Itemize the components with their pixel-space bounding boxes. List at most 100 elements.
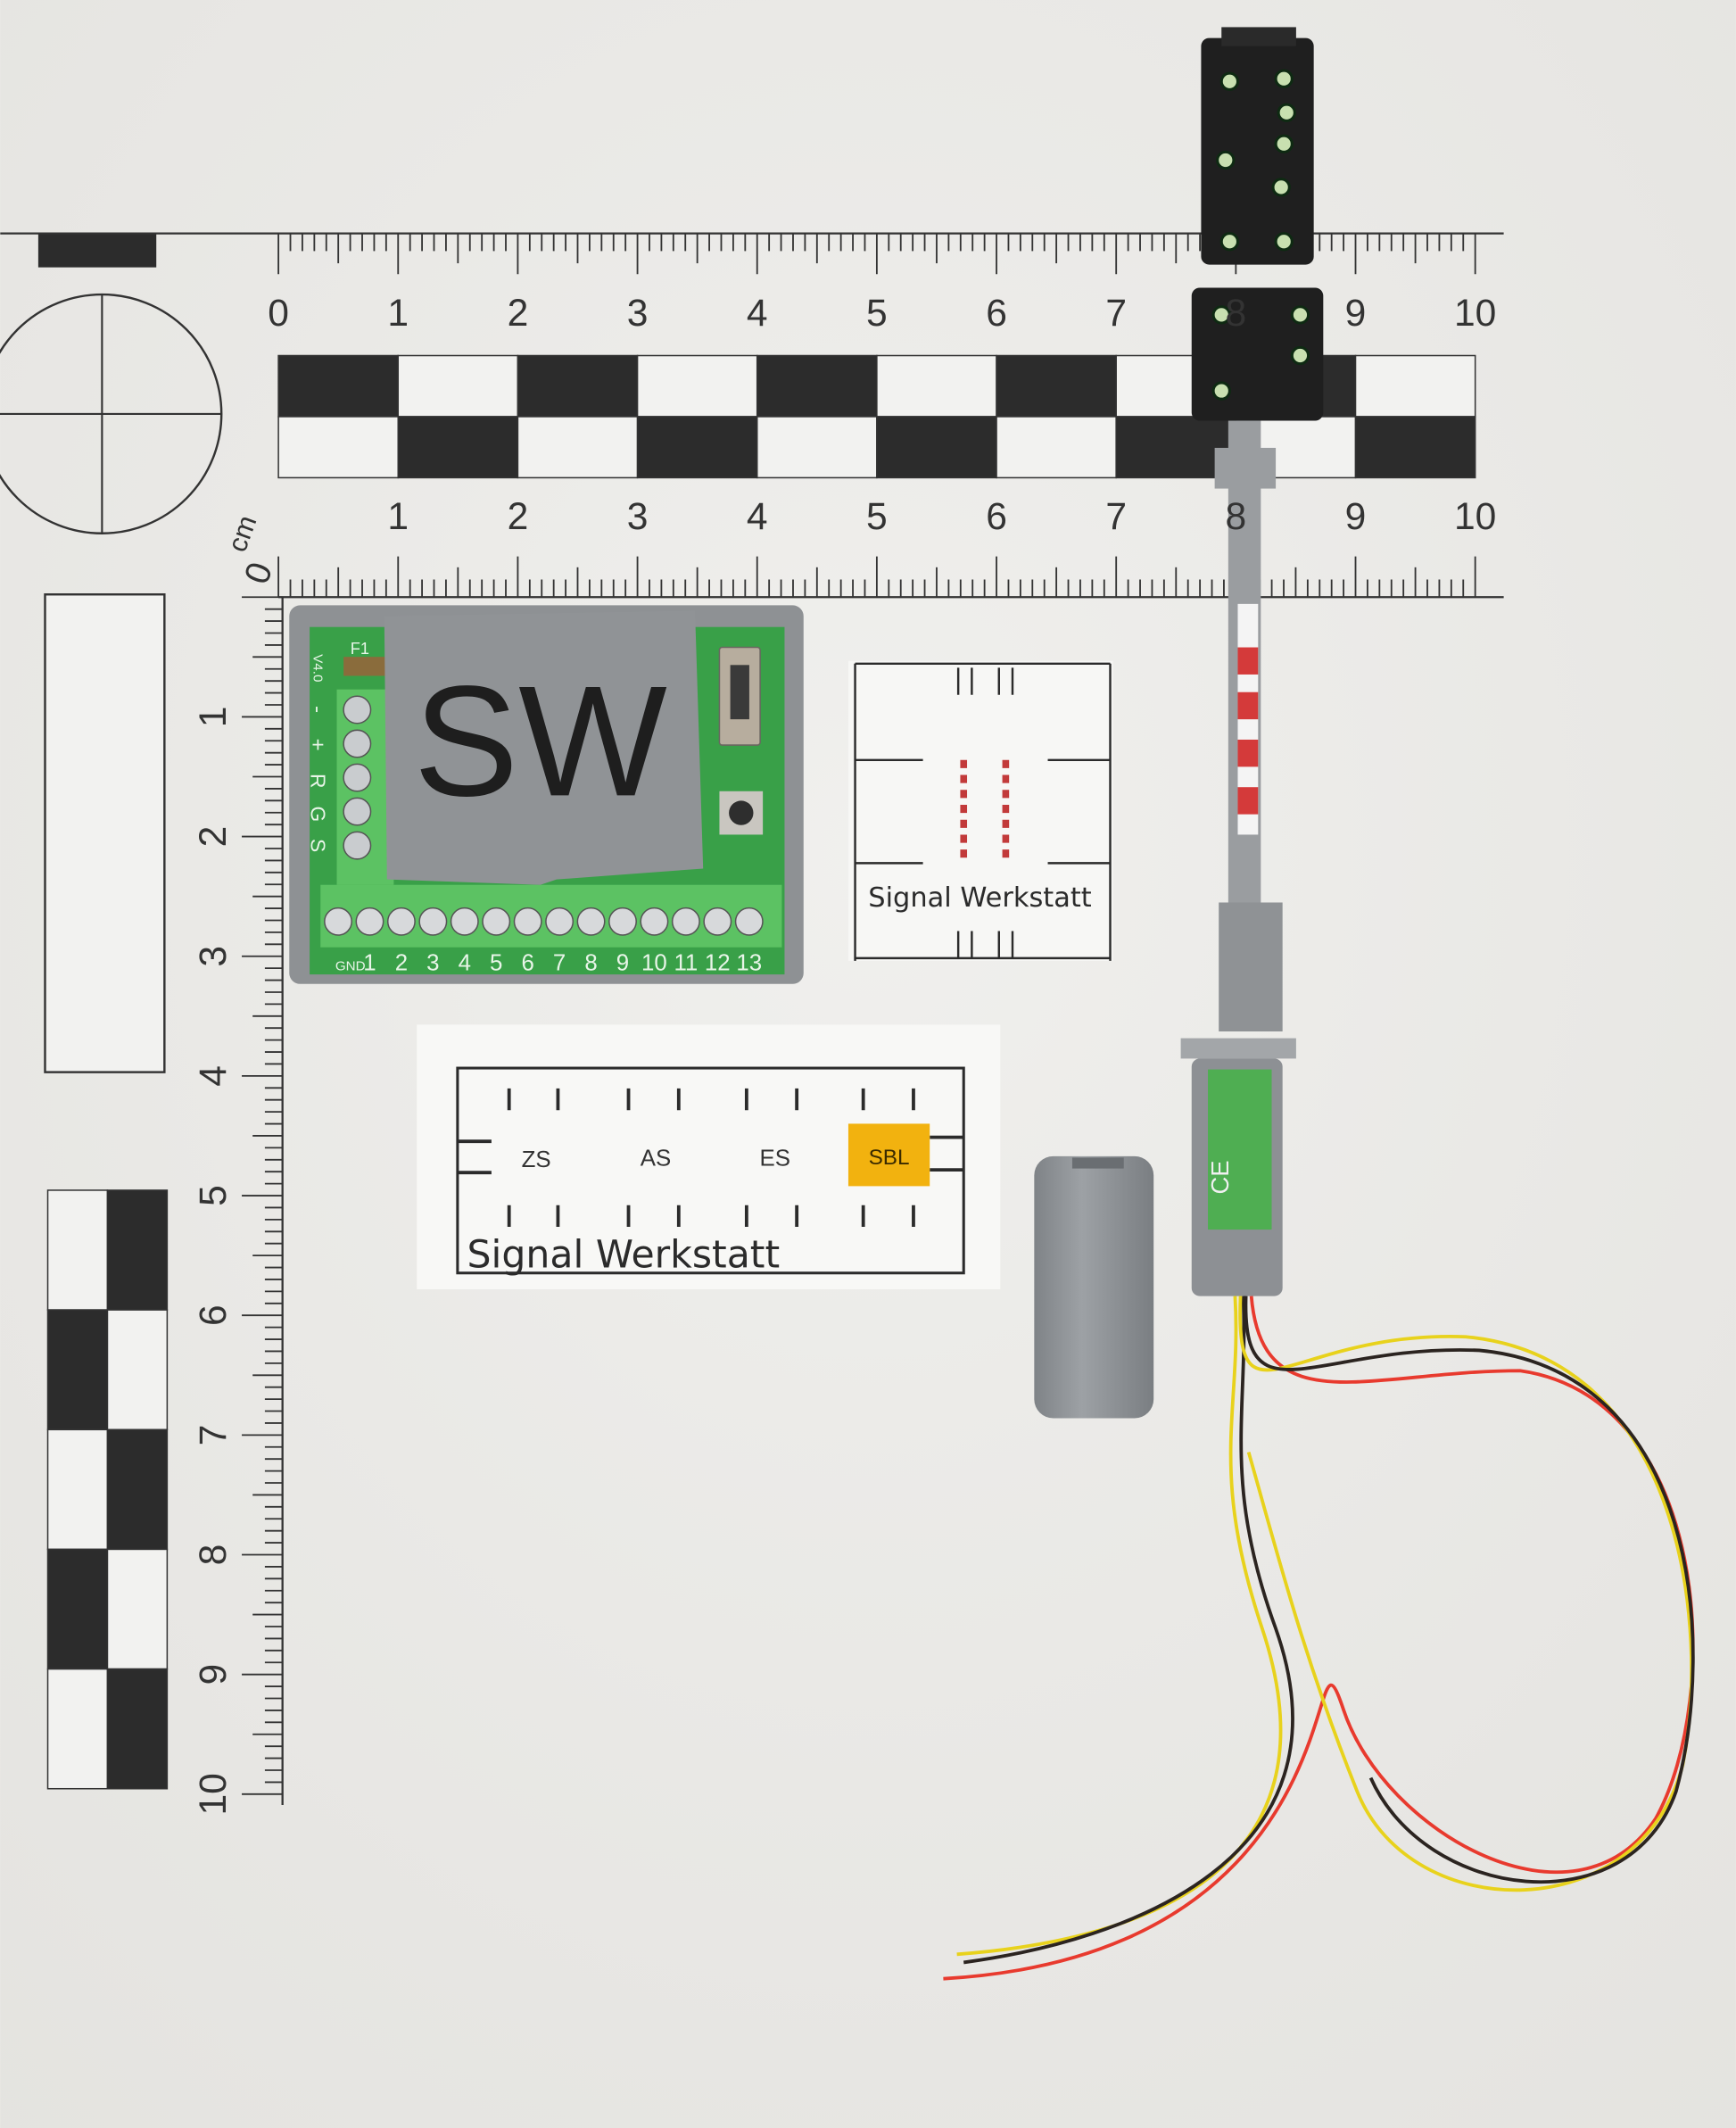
terminal-screw xyxy=(576,907,606,936)
rgs-label-r: R xyxy=(307,774,330,788)
ruler-label: 0 xyxy=(268,292,289,335)
ruler-label: 2 xyxy=(192,826,235,848)
signal-lamps xyxy=(1211,69,1310,401)
checker-cell xyxy=(517,416,639,479)
ruler-label: 6 xyxy=(986,292,1007,335)
ruler-label: 7 xyxy=(192,1425,235,1446)
checker-cell xyxy=(46,1668,109,1790)
terminal-screw xyxy=(355,907,384,936)
terminal-screw xyxy=(450,907,479,936)
type-sbl: SBL xyxy=(869,1146,910,1170)
card-brand-text: Signal Werkstatt xyxy=(868,882,1091,914)
ruler-label: 6 xyxy=(192,1304,235,1326)
terminal-screw xyxy=(734,907,764,936)
ruler-label: 5 xyxy=(866,495,888,538)
rgs-label-s: S xyxy=(307,839,330,852)
terminal-screw xyxy=(343,729,372,758)
type-zs: ZS xyxy=(522,1147,551,1172)
checker-cell xyxy=(106,1189,169,1311)
terminal-screw xyxy=(386,907,416,936)
horizontal-checkerboard xyxy=(277,354,1476,479)
terminal-screw xyxy=(671,907,700,936)
signal-lamp xyxy=(1290,345,1310,366)
signal-lamp xyxy=(1274,232,1294,252)
ruler-label: 1 xyxy=(387,292,409,335)
rgs-label-g: G xyxy=(307,807,330,823)
ruler-label: 1 xyxy=(192,707,235,728)
ruler-label: 4 xyxy=(747,495,768,538)
terminal-screw xyxy=(343,695,372,725)
ruler-label: 9 xyxy=(1345,292,1367,335)
type-es: ES xyxy=(760,1147,790,1172)
signal-lamp xyxy=(1216,150,1236,170)
checker-cell xyxy=(876,354,997,418)
terminal-label: 1 xyxy=(363,951,376,976)
ruler-label: 8 xyxy=(1226,495,1247,538)
signal-lamp xyxy=(1274,69,1294,88)
signal-lamp xyxy=(1274,134,1294,153)
ruler-label: 4 xyxy=(192,1065,235,1087)
ruler-label: 2 xyxy=(508,292,529,335)
checker-cell xyxy=(756,416,878,479)
ruler-label: 10 xyxy=(192,1773,235,1815)
terminal-screw xyxy=(343,763,372,792)
ruler-label: 3 xyxy=(627,292,649,335)
terminal-screw xyxy=(418,907,448,936)
ruler-label: 9 xyxy=(192,1664,235,1685)
ruler-label: 10 xyxy=(1454,292,1496,335)
terminal-label: 9 xyxy=(616,951,629,976)
checker-cell xyxy=(46,1189,109,1311)
terminal-label: 2 xyxy=(395,951,408,976)
output-terminal-screws xyxy=(324,907,764,936)
fuse-label: F1 xyxy=(351,639,369,658)
terminal-screw xyxy=(482,907,511,936)
ruler-label: 4 xyxy=(747,292,768,335)
version-label: V4.0 xyxy=(310,654,326,682)
gray-cap xyxy=(1034,1155,1154,1419)
power-label-minus: - xyxy=(306,706,330,713)
terminal-label: 13 xyxy=(736,951,762,976)
checker-cell xyxy=(277,416,400,479)
terminal-screw xyxy=(324,907,353,936)
target-circle xyxy=(0,293,223,534)
checker-cell xyxy=(106,1309,169,1431)
ruler-label: 6 xyxy=(986,495,1007,538)
checker-cell xyxy=(996,354,1117,418)
checker-cell xyxy=(46,1309,109,1431)
track-template-card: Signal Werkstatt xyxy=(847,660,1113,961)
checker-cell xyxy=(876,416,997,479)
terminal-screw xyxy=(513,907,542,936)
ruler-label: 8 xyxy=(1226,292,1247,335)
terminal-label: 4 xyxy=(459,951,471,976)
signal-lamp xyxy=(1277,103,1296,122)
terminal-label: 10 xyxy=(641,951,667,976)
power-terminal-screws xyxy=(343,695,372,860)
signal-lamp xyxy=(1211,305,1231,325)
terminal-label: 5 xyxy=(490,951,502,976)
ruler-label: 7 xyxy=(1105,495,1127,538)
ruler-label: 10 xyxy=(1454,495,1496,538)
checker-cell xyxy=(277,354,400,418)
checker-cell xyxy=(46,1548,109,1670)
checker-cell xyxy=(1354,354,1476,418)
terminal-screw xyxy=(545,907,575,936)
signal-lamp xyxy=(1219,71,1240,91)
signal-type-card: ZS AS ES SBL Signal Werkstatt xyxy=(417,1024,1001,1289)
terminal-screw xyxy=(703,907,732,936)
highlight-sbl xyxy=(847,1123,930,1187)
terminal-screw xyxy=(343,831,372,860)
checker-cell xyxy=(636,416,758,479)
scale-black-bar xyxy=(37,233,157,268)
ruler-label: 9 xyxy=(1345,495,1367,538)
terminal-screw xyxy=(640,907,669,936)
checker-cell xyxy=(636,354,758,418)
ruler-label: 3 xyxy=(627,495,649,538)
terminal-label: 3 xyxy=(426,951,439,976)
signal-wires xyxy=(943,1296,1695,1981)
checker-cell xyxy=(106,1428,169,1551)
